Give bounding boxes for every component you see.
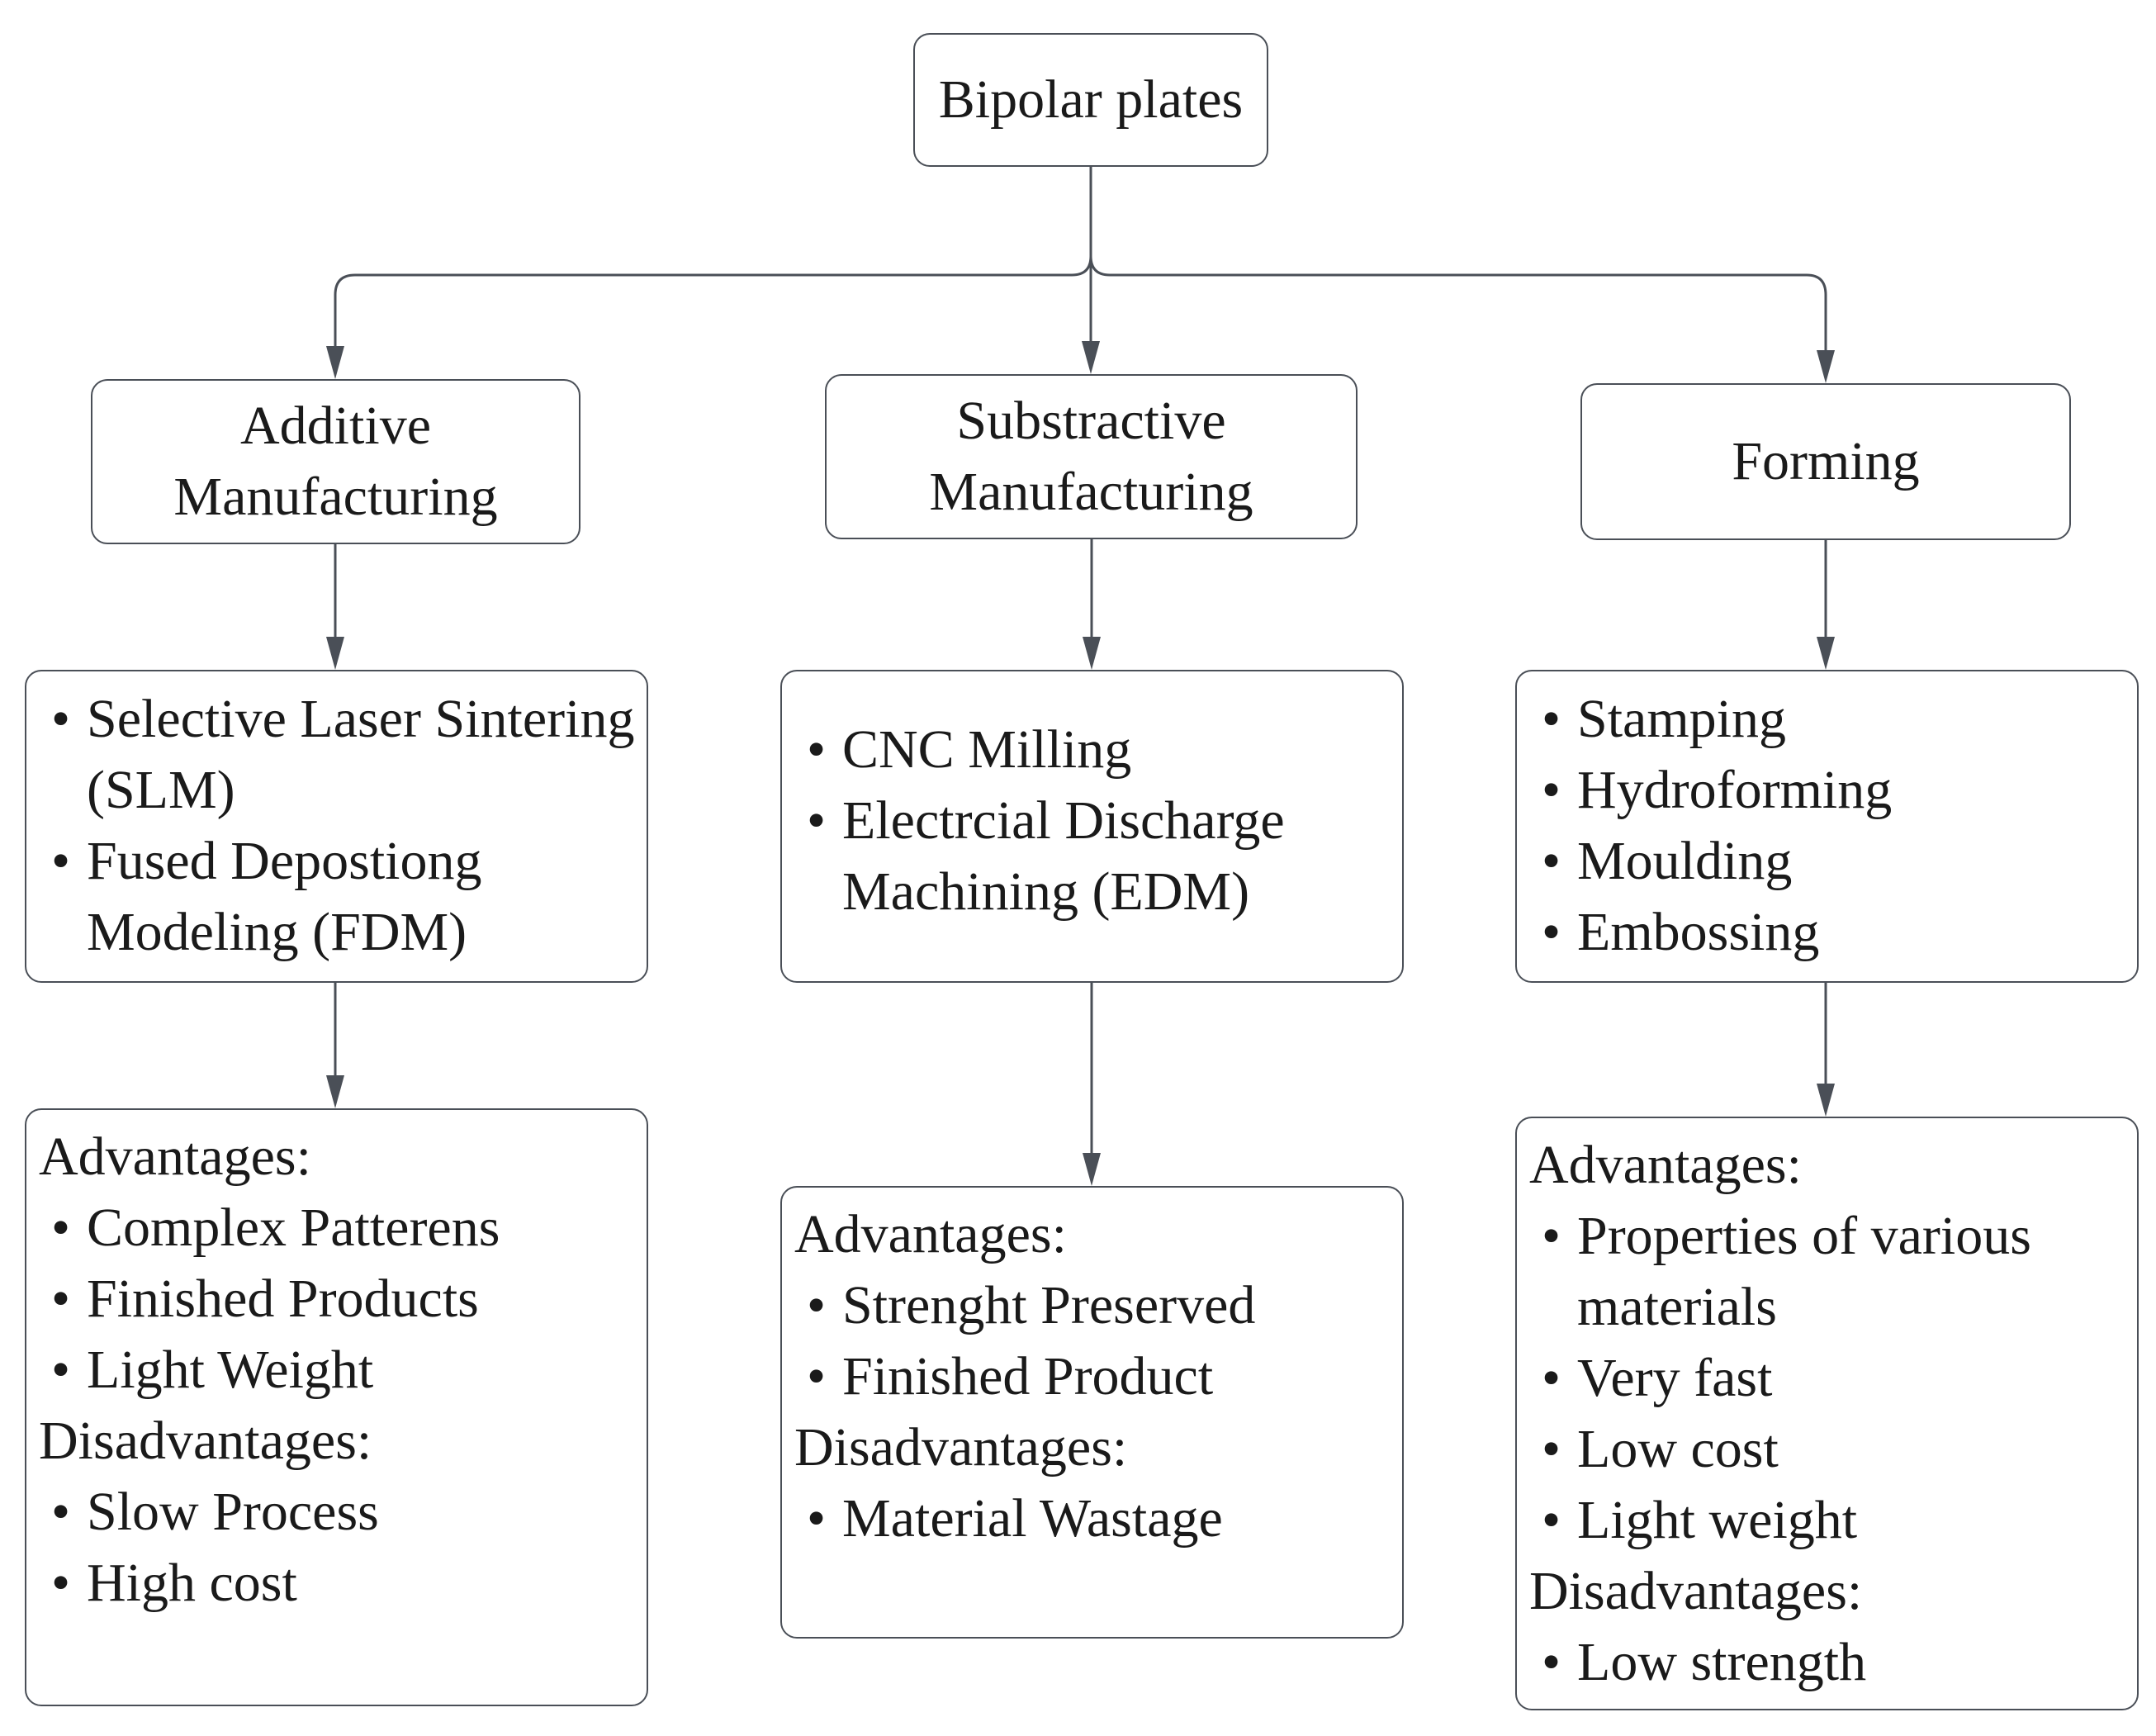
method-item: Moulding <box>1517 826 2137 897</box>
connector-root-to-forming <box>1089 255 1827 355</box>
arrowhead-additive <box>326 346 344 379</box>
method-item: Selective Laser Sintering (SLM) <box>26 684 647 826</box>
disadvantages-heading: Disadvantages: <box>39 1411 372 1471</box>
advantage-item: Low cost <box>1517 1414 2137 1485</box>
disadvantages-list: Material Wastage <box>782 1483 1402 1554</box>
connector-root-to-additive <box>334 255 1092 351</box>
method-item: Stamping <box>1517 684 2137 755</box>
arrowhead-additive-methods <box>326 637 344 670</box>
advantage-item: Strenght Preserved <box>782 1270 1402 1341</box>
additive-methods-box: Selective Laser Sintering (SLM) Fused De… <box>25 670 648 983</box>
category-title-line: Additive <box>240 396 431 456</box>
arrowhead-forming-methods <box>1817 637 1835 670</box>
advantages-list: Properties of various materials Very fas… <box>1517 1201 2137 1556</box>
advantages-heading: Advantages: <box>1529 1135 1802 1195</box>
advantage-item: Very fast <box>1517 1343 2137 1414</box>
advantage-item: Light Weight <box>26 1335 647 1406</box>
disadvantages-list: Slow Process High cost <box>26 1477 647 1619</box>
advantage-item: Properties of various materials <box>1517 1201 2137 1343</box>
method-item: Electrcial Discharge Machining (EDM) <box>782 785 1402 927</box>
arrowhead-substractive-methods <box>1083 637 1101 670</box>
root-label: Bipolar plates <box>938 69 1244 130</box>
category-title-line: Substractive <box>956 391 1226 451</box>
disadvantage-item: Low strength <box>1517 1627 2137 1698</box>
category-additive-manufacturing: Additive Manufacturing <box>91 379 580 544</box>
disadvantages-list: Low strength <box>1517 1627 2137 1698</box>
methods-list: Stamping Hydroforming Moulding Embossing <box>1517 684 2137 968</box>
forming-pros-cons-box: Advantages: Properties of various materi… <box>1515 1117 2139 1710</box>
advantages-list: Strenght Preserved Finished Product <box>782 1270 1402 1412</box>
methods-list: CNC Milling Electrcial Discharge Machini… <box>782 714 1402 927</box>
advantage-item: Light weight <box>1517 1485 2137 1556</box>
arrowhead-forming-proscons <box>1817 1084 1835 1117</box>
category-substractive-manufacturing: Substractive Manufacturing <box>825 374 1358 539</box>
advantages-list: Complex Patterens Finished Products Ligh… <box>26 1193 647 1406</box>
disadvantages-heading: Disadvantages: <box>1529 1561 1863 1621</box>
methods-list: Selective Laser Sintering (SLM) Fused De… <box>26 684 647 968</box>
advantages-heading: Advantages: <box>794 1204 1067 1264</box>
disadvantage-item: Material Wastage <box>782 1483 1402 1554</box>
category-title-line: Forming <box>1732 431 1920 491</box>
root-node: Bipolar plates <box>913 33 1268 167</box>
substractive-pros-cons-box: Advantages: Strenght Preserved Finished … <box>780 1186 1404 1639</box>
substractive-methods-box: CNC Milling Electrcial Discharge Machini… <box>780 670 1404 983</box>
disadvantage-item: High cost <box>26 1548 647 1619</box>
disadvantages-heading: Disadvantages: <box>794 1417 1128 1477</box>
additive-pros-cons-box: Advantages: Complex Patterens Finished P… <box>25 1108 648 1706</box>
method-item: Fused Depostiong Modeling (FDM) <box>26 826 647 968</box>
arrowhead-additive-proscons <box>326 1075 344 1108</box>
advantage-item: Complex Patterens <box>26 1193 647 1264</box>
category-title-line: Manufacturing <box>173 467 498 527</box>
disadvantage-item: Slow Process <box>26 1477 647 1548</box>
method-item: CNC Milling <box>782 714 1402 785</box>
advantage-item: Finished Product <box>782 1341 1402 1412</box>
arrowhead-substractive-proscons <box>1083 1153 1101 1186</box>
category-forming: Forming <box>1580 383 2071 540</box>
arrowhead-forming <box>1817 350 1835 383</box>
advantage-item: Finished Products <box>26 1264 647 1335</box>
method-item: Hydroforming <box>1517 755 2137 826</box>
method-item: Embossing <box>1517 897 2137 968</box>
advantages-heading: Advantages: <box>39 1127 311 1187</box>
category-title-line: Manufacturing <box>929 462 1253 522</box>
arrowhead-substractive <box>1082 341 1100 374</box>
forming-methods-box: Stamping Hydroforming Moulding Embossing <box>1515 670 2139 983</box>
